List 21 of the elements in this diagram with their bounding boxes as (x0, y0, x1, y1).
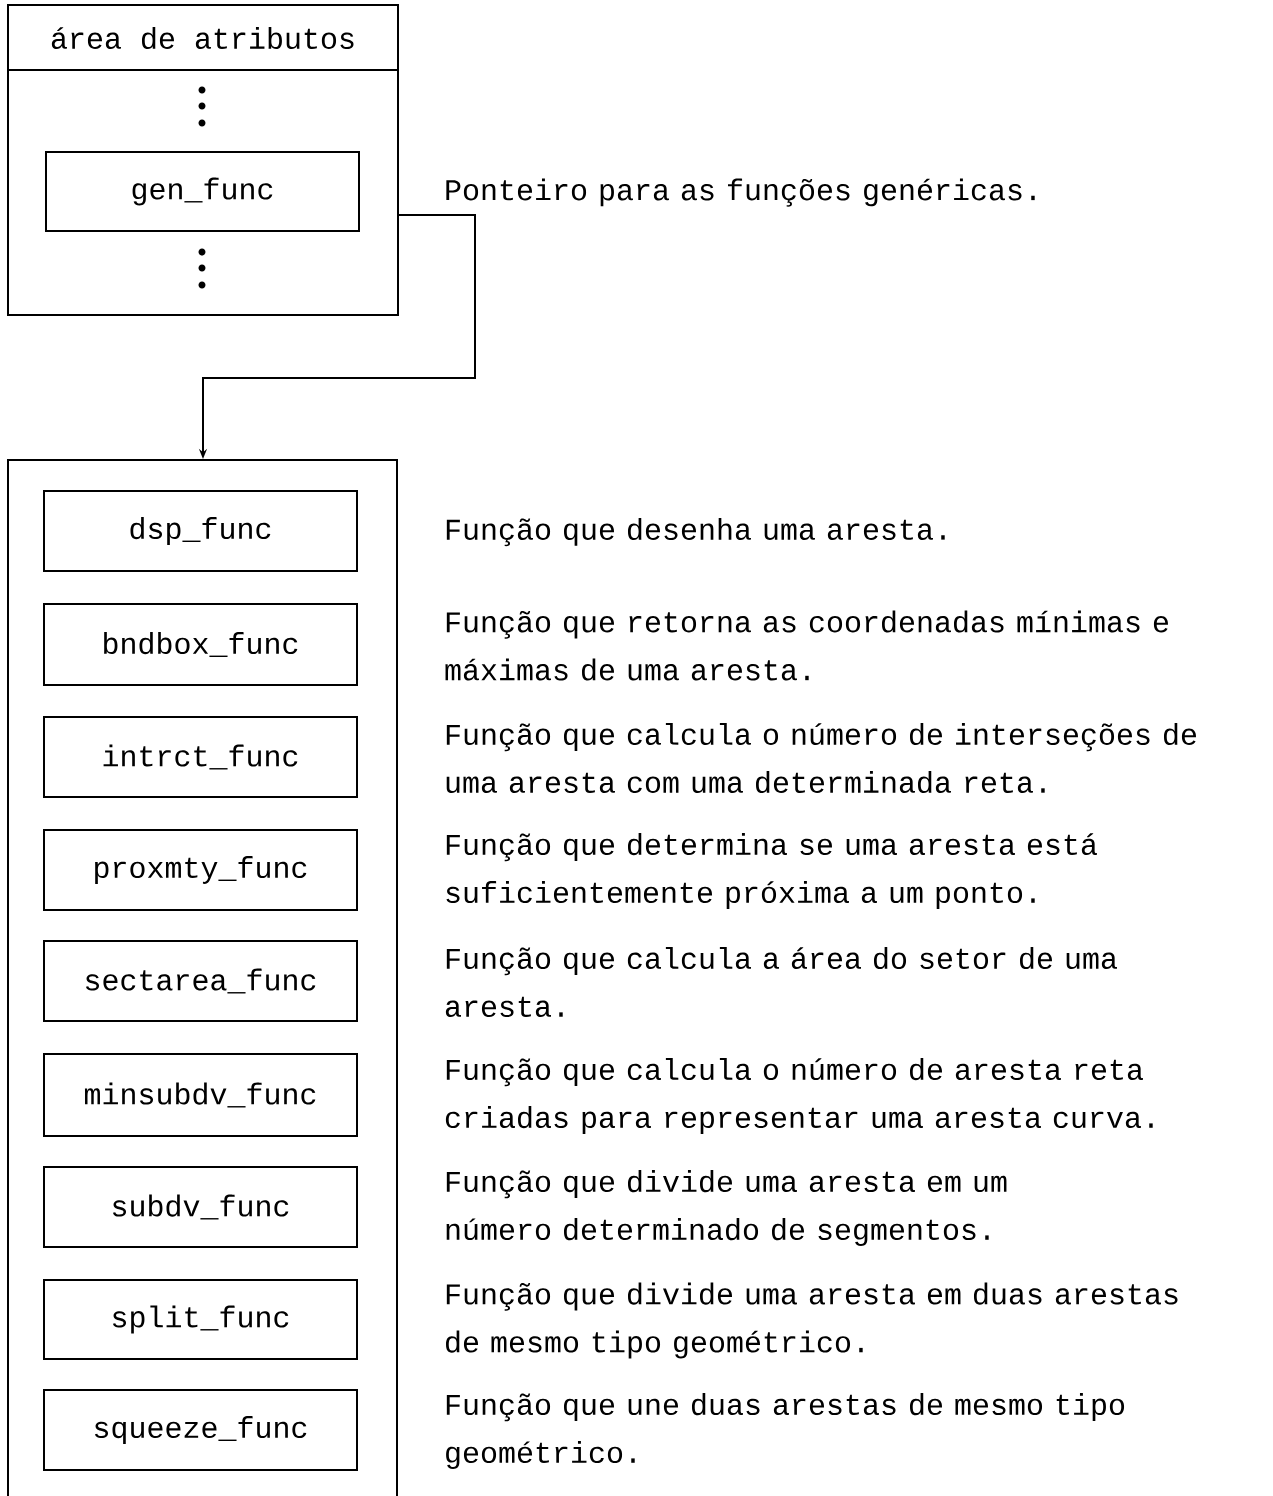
description-text: Função que calcula o número de interseções de uma aresta com uma determinada reta. (446, 722, 1196, 794)
description-text: Função que determina se uma aresta está suficientemente próxima a um ponto. (446, 833, 1097, 909)
function-box: dsp_func (43, 490, 358, 572)
function-box: split_func (43, 1279, 358, 1360)
description-text: Função que calcula o número de aresta reta criadas para representar uma aresta curva. (445, 1058, 1153, 1134)
description-text: Função que divide uma aresta em um número determinado de segmentos. (446, 1170, 1007, 1246)
description-text: Função que divide uma aresta em duas arestas de mesmo tipo geométrico. (446, 1282, 1178, 1359)
description-text: Função que desenha uma aresta. (446, 517, 945, 547)
function-box: subdv_func (43, 1166, 358, 1248)
function-box: proxmty_func (43, 829, 358, 911)
function-box: minsubdv_func (43, 1053, 358, 1137)
function-box: bndbox_func (43, 603, 358, 686)
description-text: Função que calcula a área do setor de uma aresta. (445, 947, 1117, 1018)
container-box (7, 459, 398, 1496)
function-box: gen_func (45, 151, 360, 232)
description-text: Ponteiro para as funções genéricas. (446, 178, 1035, 207)
function-box: squeeze_func (43, 1389, 358, 1471)
function-box: sectarea_func (43, 940, 358, 1022)
function-box: intrct_func (43, 716, 358, 798)
description-text: Função que une duas arestas de mesmo tipo geométrico. (446, 1393, 1125, 1469)
description-text: Função que retorna as coordenadas mínimas e máximas de uma aresta. (445, 610, 1168, 681)
